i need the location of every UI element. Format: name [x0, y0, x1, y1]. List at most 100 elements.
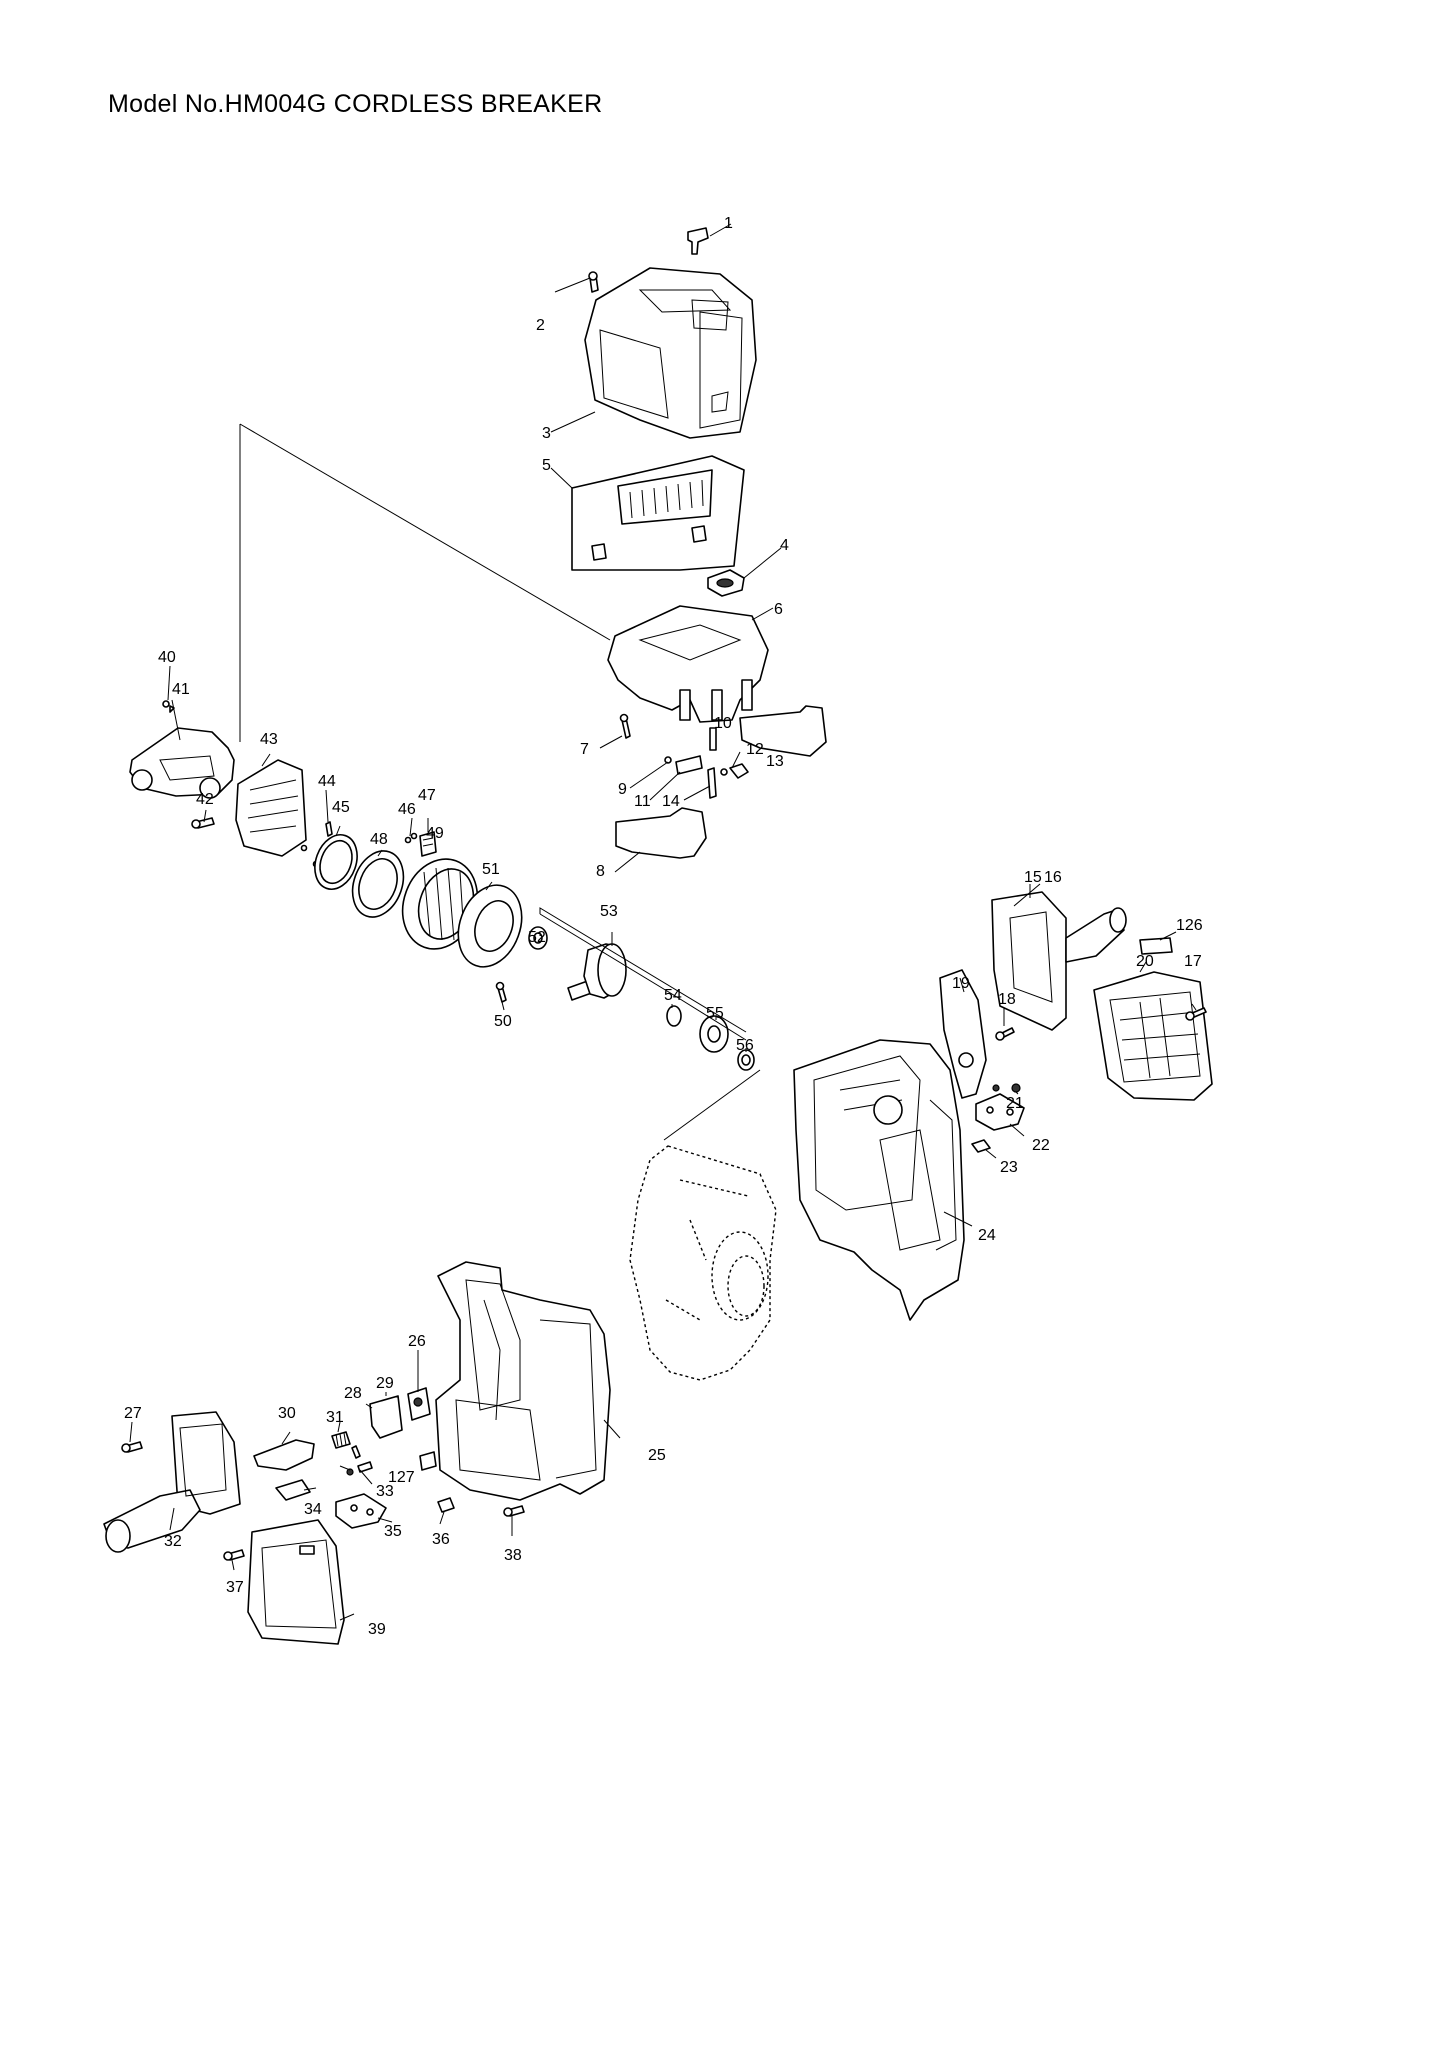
callout-7: 7: [580, 741, 589, 758]
handle-cover-part: [247, 1519, 345, 1645]
callout-34: 34: [304, 1501, 322, 1518]
insulation-ring-part: [351, 850, 405, 918]
callout-29: 29: [376, 1375, 394, 1392]
callout-1: 1: [724, 215, 733, 232]
callout-39: 39: [368, 1621, 386, 1638]
rotor-part: [567, 943, 627, 1001]
callout-14: 14: [662, 793, 680, 810]
callout-55: 55: [706, 1005, 724, 1022]
callout-54: 54: [664, 987, 682, 1004]
callout-53: 53: [600, 903, 618, 920]
callout-43: 43: [260, 731, 278, 748]
screw-part: [995, 1027, 1015, 1041]
switch-part: [369, 1395, 403, 1439]
callout-50: 50: [494, 1013, 512, 1030]
rubber-pin-part: [971, 1139, 991, 1153]
spacer-part: [737, 1049, 755, 1071]
callout-46: 46: [398, 801, 416, 818]
fan-cover-part: [235, 759, 307, 857]
callout-35: 35: [384, 1523, 402, 1540]
callout-16: 16: [1044, 869, 1062, 886]
housing-right-part: [793, 1039, 965, 1321]
housing-left-part: [435, 1261, 611, 1501]
callout-48: 48: [370, 831, 388, 848]
callout-45: 45: [332, 799, 350, 816]
callout-42: 42: [196, 791, 214, 808]
screw-part: [495, 981, 507, 1003]
nut-part: [992, 1083, 1021, 1093]
callout-2: 2: [536, 317, 545, 334]
washer-part: [666, 1005, 682, 1027]
callout-33: 33: [376, 1483, 394, 1500]
controller-part: [407, 1387, 431, 1421]
gear-housing-outline: [629, 1145, 777, 1381]
callout-49: 49: [426, 825, 444, 842]
callout-4: 4: [780, 537, 789, 554]
callout-3: 3: [542, 425, 551, 442]
trigger-part: [253, 1439, 315, 1471]
callout-15: 15: [1024, 869, 1042, 886]
page-title: Model No.HM004G CORDLESS BREAKER: [108, 90, 603, 118]
switch-lever-part: [687, 227, 709, 255]
callout-41: 41: [172, 681, 190, 698]
callout-5: 5: [542, 457, 551, 474]
label-part: [1139, 937, 1173, 955]
callout-6: 6: [774, 601, 783, 618]
callout-40: 40: [158, 649, 176, 666]
screw-part: [588, 271, 599, 293]
screw-part: [503, 1505, 525, 1517]
callout-51: 51: [482, 861, 500, 878]
callout-44: 44: [318, 773, 336, 790]
callout-23: 23: [1000, 1159, 1018, 1176]
callout-11: 11: [634, 793, 651, 810]
callout-38: 38: [504, 1547, 522, 1564]
callout-10: 10: [714, 715, 732, 732]
switch-holder-part: [975, 1093, 1025, 1131]
screw-part: [1185, 1007, 1207, 1021]
lower-air-duct-part: [615, 807, 707, 859]
callout-52: 52: [528, 929, 546, 946]
small-bracket-parts: [664, 727, 749, 799]
switch-part: [707, 569, 745, 597]
handle-cover-part: [1093, 971, 1213, 1101]
switch-holder-part: [335, 1493, 387, 1529]
sensor-board-part: [419, 831, 437, 857]
callout-19: 19: [952, 975, 970, 992]
callout-21: 21: [1006, 1095, 1024, 1112]
callout-13: 13: [766, 753, 784, 770]
callout-30: 30: [278, 1405, 296, 1422]
callout-27: 27: [124, 1405, 142, 1422]
screw-part: [191, 817, 215, 829]
handle-grip-part: [991, 891, 1127, 1031]
callout-17: 17: [1184, 953, 1202, 970]
callout-126: 126: [1176, 917, 1203, 934]
callout-31: 31: [326, 1409, 344, 1426]
callout-25: 25: [648, 1447, 666, 1464]
filter-box-part: [571, 455, 745, 571]
label-part: [419, 1451, 437, 1471]
callout-32: 32: [164, 1533, 182, 1550]
callout-22: 22: [1032, 1137, 1050, 1154]
callout-28: 28: [344, 1385, 362, 1402]
screw-part: [619, 713, 631, 739]
bearing-part: [528, 926, 548, 950]
callout-127: 127: [388, 1469, 415, 1486]
motor-bracket-part: [457, 884, 523, 968]
rubber-pin-part: [437, 1497, 455, 1513]
callout-36: 36: [432, 1531, 450, 1548]
top-cover-part: [584, 267, 757, 439]
screw-part: [223, 1549, 245, 1561]
callout-18: 18: [998, 991, 1016, 1008]
callout-9: 9: [618, 781, 627, 798]
callout-12: 12: [746, 741, 764, 758]
small-pin-parts: [346, 1445, 373, 1476]
screw-part: [121, 1441, 143, 1453]
callout-47: 47: [418, 787, 436, 804]
callout-37: 37: [226, 1579, 244, 1596]
motor-housing-part: [607, 605, 769, 723]
callout-20: 20: [1136, 953, 1154, 970]
lock-lever-part: [275, 1479, 311, 1501]
plate-part: [939, 969, 987, 1099]
handle-grip-part: [103, 1411, 241, 1553]
